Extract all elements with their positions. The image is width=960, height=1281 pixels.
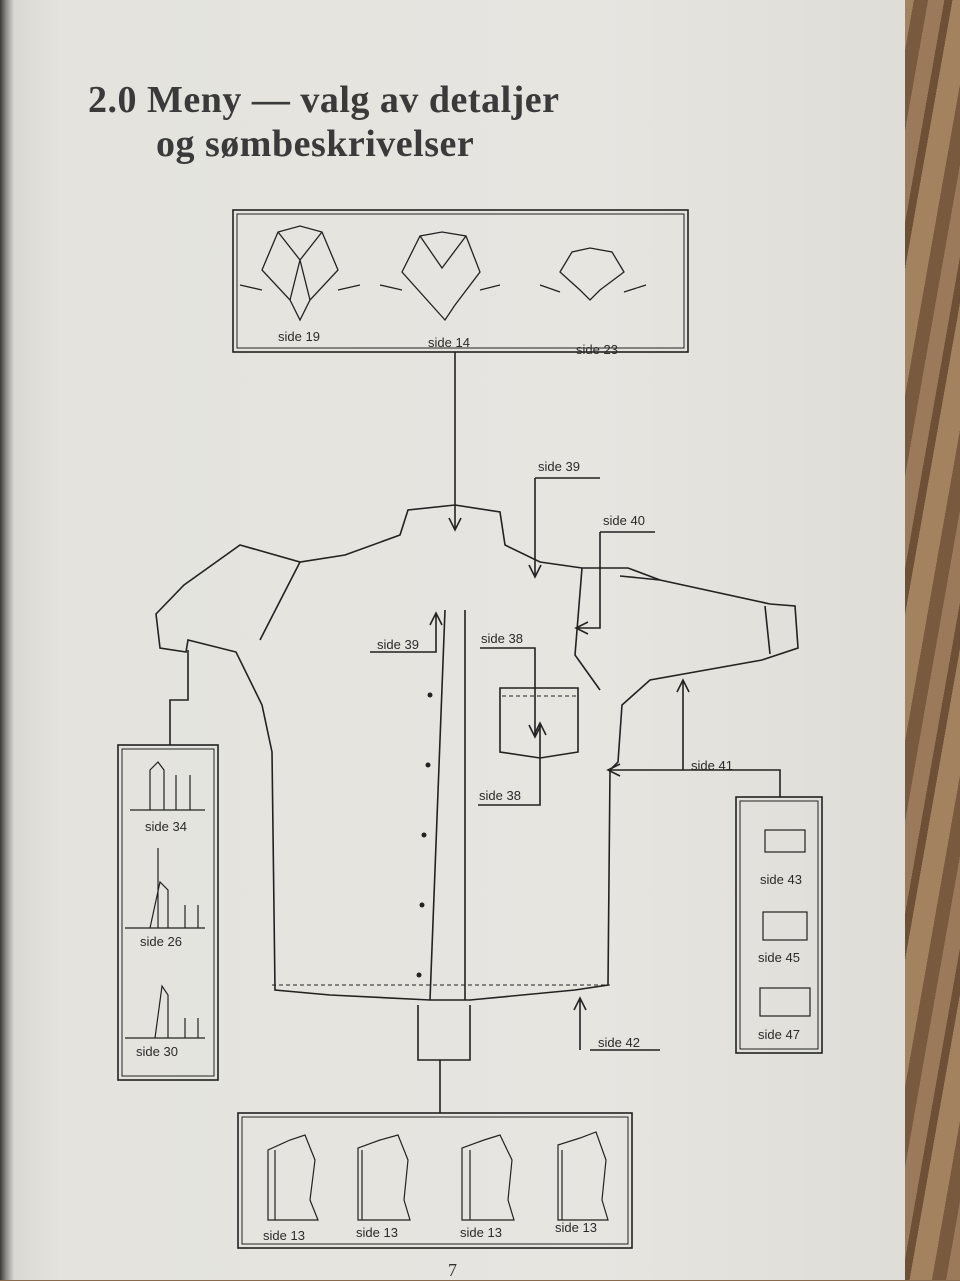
sleeve-label-3: side 30 (136, 1044, 178, 1059)
sleeve-placket-box (117, 744, 219, 1081)
collar-label-1: side 19 (278, 329, 320, 344)
sleeve-label-2: side 26 (140, 934, 182, 949)
sleeve-label-1: side 34 (145, 819, 187, 834)
label-side-seam: side 41 (691, 758, 733, 773)
label-hem: side 42 (598, 1035, 640, 1050)
front-label-2: side 13 (356, 1225, 398, 1240)
label-pocket-bottom: side 38 (479, 788, 521, 803)
front-placket-box (237, 1112, 633, 1249)
label-front-band: side 39 (377, 637, 419, 652)
label-shoulder-seam: side 39 (538, 459, 580, 474)
cuff-illustrations (759, 829, 811, 1017)
cuff-label-2: side 45 (758, 950, 800, 965)
page-title: 2.0 Meny — valg av detaljer og sømbeskri… (88, 78, 560, 166)
title-line-1: 2.0 Meny — valg av detaljer (88, 79, 560, 121)
front-label-4: side 13 (555, 1220, 597, 1235)
front-illustrations (267, 1131, 609, 1221)
book-page (0, 0, 905, 1280)
label-pocket-top: side 38 (481, 631, 523, 646)
pocket (499, 687, 579, 759)
label-sleeve-seam: side 40 (603, 513, 645, 528)
page-number: 7 (448, 1260, 457, 1280)
collar-illustrations (239, 225, 647, 322)
front-label-1: side 13 (263, 1228, 305, 1243)
cuff-label-1: side 43 (760, 872, 802, 887)
front-label-3: side 13 (460, 1225, 502, 1240)
collar-box (232, 209, 689, 353)
collar-label-2: side 14 (428, 335, 470, 350)
cuff-label-3: side 47 (758, 1027, 800, 1042)
placket-illustrations (125, 761, 205, 1039)
collar-label-3: side 23 (576, 342, 618, 357)
shirt-outline (155, 504, 799, 1001)
buttons (416, 692, 433, 978)
title-line-2: og sømbeskrivelser (156, 123, 475, 165)
cuff-box (735, 796, 823, 1054)
